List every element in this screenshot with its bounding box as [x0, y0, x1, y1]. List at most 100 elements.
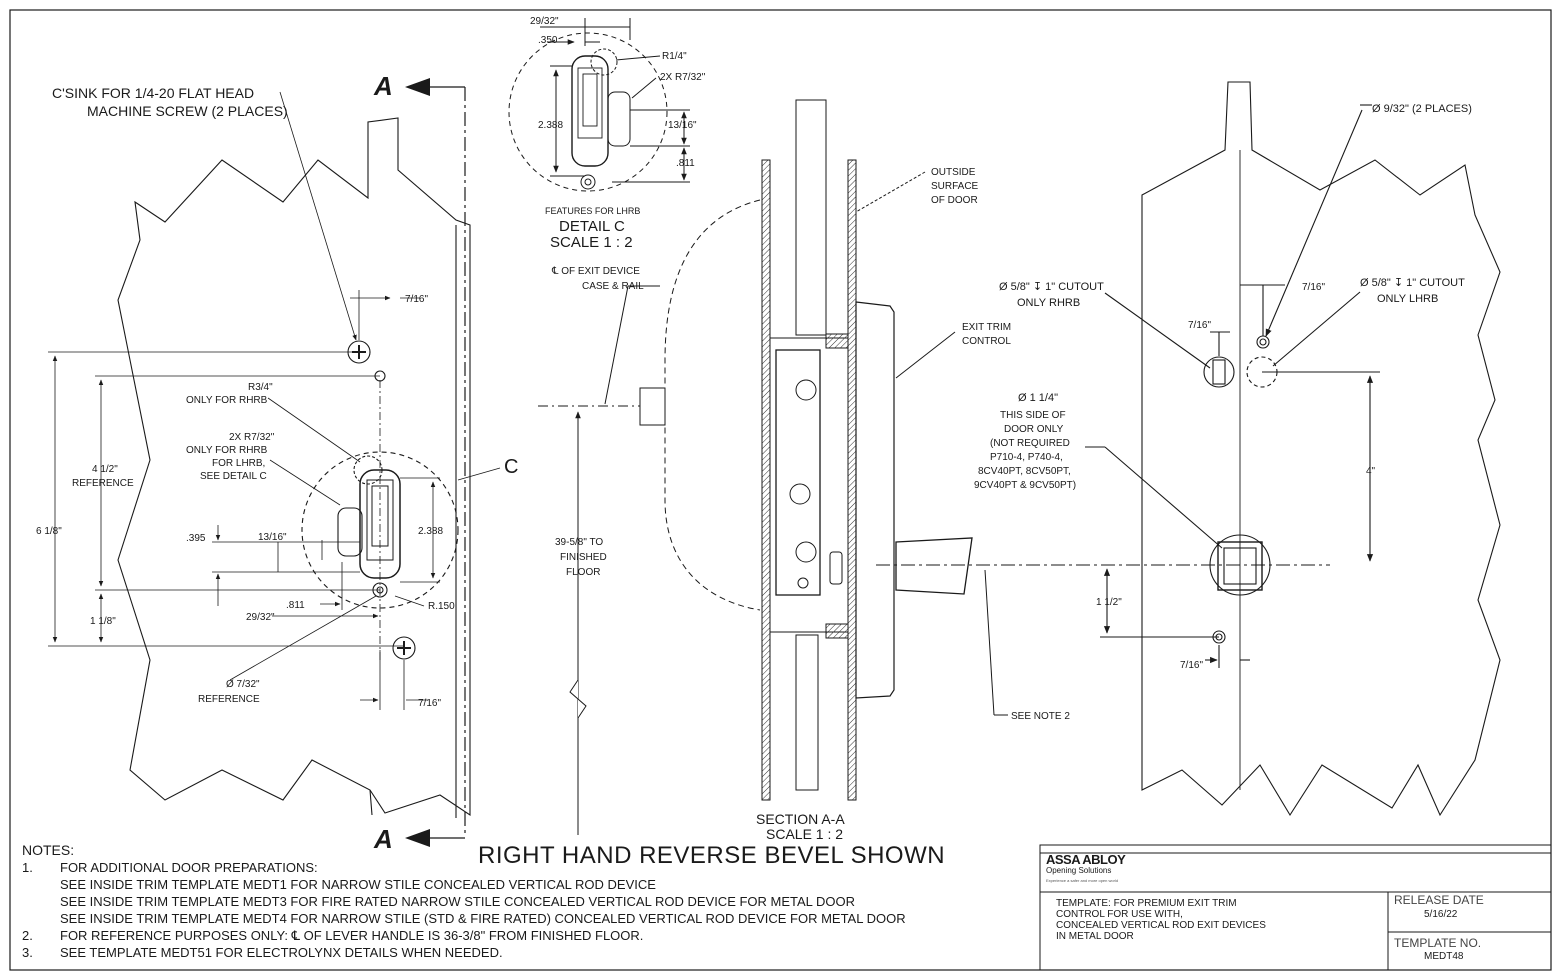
dim-6-1-8: 6 1/8" [36, 526, 62, 537]
exit-device-case [775, 349, 821, 596]
detail-c-caption-1: FEATURES FOR LHRB [545, 206, 640, 216]
template-desc-3: CONCEALED VERTICAL ROD EXIT DEVICES [1056, 920, 1266, 931]
csink-label-1: C'SINK FOR 1/4-20 FLAT HEAD [52, 85, 254, 101]
note-number: 2. [22, 928, 33, 943]
dim-7-16-bottom: 7/16" [418, 698, 441, 709]
section-a-a [538, 99, 1330, 835]
dim-811-left: .811 [286, 600, 305, 611]
company-logo: ASSA ABLOY [1046, 852, 1126, 867]
left-dimensions [48, 91, 501, 710]
note-row: SEE INSIDE TRIM TEMPLATE MEDT4 FOR NARRO… [22, 910, 906, 927]
exit-trim-2: CONTROL [962, 336, 1011, 347]
template-desc-4: IN METAL DOOR [1056, 931, 1134, 942]
notes-heading: NOTES: [22, 842, 75, 858]
left-door-outline [117, 117, 471, 817]
hole-9-32-top [1256, 335, 1270, 349]
cl-exit-1: ℄ OF EXIT DEVICE [551, 266, 640, 277]
dim-4: 4" [1366, 466, 1376, 477]
detail-c-caption-2: DETAIL C [559, 218, 625, 235]
notes-block: NOTES: 1.FOR ADDITIONAL DOOR PREPARATION… [22, 842, 906, 961]
note-text: SEE INSIDE TRIM TEMPLATE MEDT1 FOR NARRO… [60, 877, 656, 892]
detail-c-2388: 2.388 [538, 120, 563, 131]
note-number: 3. [22, 945, 33, 960]
detail-c-circle [301, 451, 459, 609]
outside-2: SURFACE [931, 181, 979, 192]
dia-9-32: Ø 9/32" (2 PLACES) [1372, 103, 1472, 115]
ref-4-1-2-label: REFERENCE [72, 478, 134, 489]
cutout-rhrb-1: Ø 5/8" ↧ 1" CUTOUT [999, 281, 1104, 293]
company-division: Opening Solutions [1046, 866, 1112, 875]
hand-banner: RIGHT HAND REVERSE BEVEL SHOWN [478, 842, 946, 869]
note-row: SEE INSIDE TRIM TEMPLATE MEDT1 FOR NARRO… [22, 876, 906, 893]
see-note-2: SEE NOTE 2 [1011, 711, 1070, 722]
screw-hole-lower [392, 636, 416, 660]
template-no-label: TEMPLATE NO. [1394, 936, 1482, 950]
r7-32-label-1: 2X R7/32" [229, 432, 275, 443]
floor-3: FLOOR [566, 567, 600, 578]
note-text: SEE INSIDE TRIM TEMPLATE MEDT3 FOR FIRE … [60, 894, 856, 909]
dim-7-16-right-bottom: 7/16" [1180, 660, 1203, 671]
note-text: FOR ADDITIONAL DOOR PREPARATIONS: [60, 860, 318, 875]
dia-1-1-4-7: 9CV40PT & 9CV50PT) [974, 480, 1076, 491]
floor-1: 39-5/8" TO [555, 537, 603, 548]
left-door-view [117, 117, 471, 818]
release-date-label: RELEASE DATE [1394, 893, 1484, 907]
section-caption-1: SECTION A-A [756, 811, 845, 827]
dim-395: .395 [186, 533, 206, 544]
template-desc-1: TEMPLATE: FOR PREMIUM EXIT TRIM [1056, 898, 1237, 909]
right-door-view [1085, 81, 1501, 817]
right-door-outline [1141, 81, 1501, 817]
exit-trim-body [855, 301, 895, 699]
r7-32-label-3: FOR LHRB, [212, 458, 265, 469]
template-desc-2: CONTROL FOR USE WITH, [1056, 909, 1183, 920]
door-skin-right [847, 159, 857, 801]
dia-7-32-value: Ø 7/32" [226, 679, 260, 690]
outside-1: OUTSIDE [931, 167, 976, 178]
detail-c-29-32: 29/32" [530, 16, 559, 27]
exit-trim-dashed-outline [664, 199, 761, 611]
detail-c [508, 18, 690, 192]
dia-1-1-4-1: Ø 1 1/4" [1018, 392, 1058, 404]
detail-c-811: .811 [676, 158, 695, 169]
note-text: FOR REFERENCE PURPOSES ONLY: ℄ OF LEVER … [60, 928, 644, 943]
detail-c-r7-32: 2X R7/32" [660, 72, 706, 83]
dia-1-1-4-6: 8CV40PT, 8CV50PT, [978, 466, 1071, 477]
detail-c-350: .350 [538, 35, 558, 46]
floor-2: FINISHED [560, 552, 607, 563]
dim-1-1-2: 1 1/2" [1096, 597, 1122, 608]
r7-32-label-4: SEE DETAIL C [200, 471, 267, 482]
detail-c-caption-3: SCALE 1 : 2 [550, 234, 633, 251]
release-date-value: 5/16/22 [1424, 909, 1458, 920]
dia-1-1-4-2: THIS SIDE OF [1000, 410, 1066, 421]
lever-stub-right [895, 537, 973, 595]
detail-c-boundary [508, 32, 668, 192]
r7-32-label-2: ONLY FOR RHRB [186, 445, 268, 456]
csink-label-2: MACHINE SCREW (2 PLACES) [87, 103, 288, 119]
cutout-lhrb-2: ONLY LHRB [1377, 293, 1438, 305]
section-marker-bottom-letter: A [373, 824, 393, 854]
note-row: 2. FOR REFERENCE PURPOSES ONLY: ℄ OF LEVE… [22, 927, 906, 944]
section-marker-bottom: A [373, 824, 465, 854]
r3-4-label-2: ONLY FOR RHRB [186, 395, 268, 406]
dim-29-32-left: 29/32" [246, 612, 275, 623]
dim-7-16-right-mid: 7/16" [1188, 320, 1211, 331]
cutout-rhrb [1203, 356, 1235, 388]
exit-trim-1: EXIT TRIM [962, 322, 1011, 333]
hole-1-1-4 [1209, 534, 1271, 596]
note-row: 1.FOR ADDITIONAL DOOR PREPARATIONS: [22, 859, 906, 876]
cl-exit-2: CASE & RAIL [582, 281, 644, 292]
dia-1-1-4-3: DOOR ONLY [1004, 424, 1064, 435]
dim-r150: R.150 [428, 601, 455, 612]
dim-7-16-top: 7/16" [405, 294, 428, 305]
r3-4-label-1: R3/4" [248, 382, 273, 393]
template-no-value: MEDT48 [1424, 951, 1464, 962]
note-row: SEE INSIDE TRIM TEMPLATE MEDT3 FOR FIRE … [22, 893, 906, 910]
ref-4-1-2-value: 4 1/2" [92, 464, 118, 475]
detail-c-13-16: 13/16" [668, 120, 697, 131]
section-marker-top-letter: A [373, 71, 393, 101]
company-tagline: Experience a safer and more open world [1046, 878, 1119, 883]
door-skin-left [761, 159, 771, 801]
dim-7-16-right-top: 7/16" [1302, 282, 1325, 293]
cutout-lhrb-1: Ø 5/8" ↧ 1" CUTOUT [1360, 277, 1465, 289]
title-block-frame [1039, 844, 1552, 971]
